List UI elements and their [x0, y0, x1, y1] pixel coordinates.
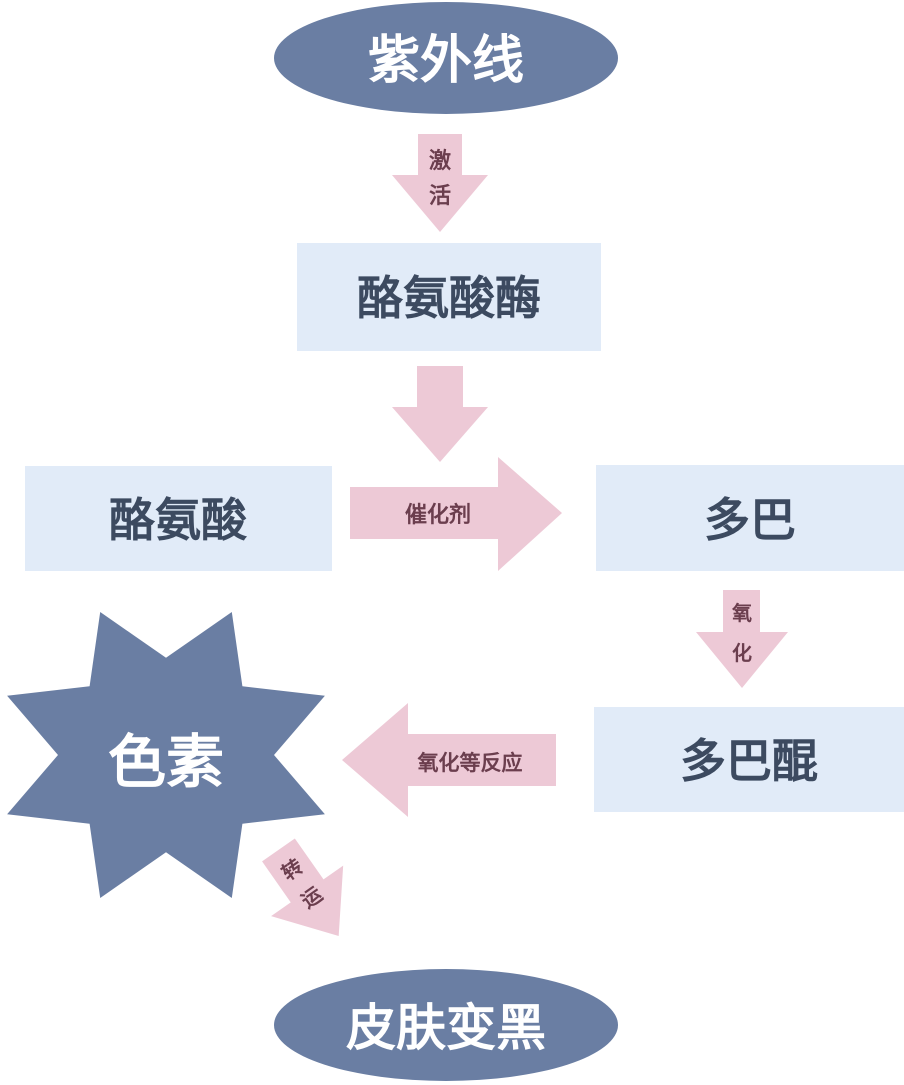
node-tyrosinase: 酪氨酸酶 — [297, 243, 601, 351]
uv-label: 紫外线 — [368, 31, 524, 91]
node-dopa: 多巴 — [596, 465, 904, 571]
transport-arrow-shape — [262, 838, 344, 936]
node-melanin: 色素 — [7, 612, 325, 898]
arrow-transport: 转 运 — [262, 838, 344, 936]
tyrosine-label: 酪氨酸 — [109, 493, 248, 547]
oxidize-label-1: 氧 — [731, 601, 752, 625]
activate-label-2: 活 — [429, 183, 451, 209]
skin-darkening-ellipse — [274, 969, 618, 1081]
tyrosine-box — [25, 466, 332, 571]
tyrosinase-label: 酪氨酸酶 — [357, 271, 541, 325]
activate-arrow-shape — [392, 134, 488, 232]
node-tyrosine: 酪氨酸 — [25, 466, 332, 571]
arrow-catalyst: 催化剂 — [350, 457, 562, 571]
oxidize-arrow-shape — [696, 590, 788, 688]
catalyst-arrow-shape — [350, 457, 562, 571]
tyrosinase-box — [297, 243, 601, 351]
node-skin-darkening: 皮肤变黑 — [274, 969, 618, 1081]
arrow-oxidation-reactions: 氧化等反应 — [342, 703, 556, 817]
oxidize-label-2: 化 — [732, 641, 752, 665]
arrow-oxidize: 氧 化 — [696, 590, 788, 688]
activate-label-1: 激 — [429, 148, 451, 174]
uv-ellipse — [274, 2, 618, 114]
dopa-box — [596, 465, 904, 571]
melanin-label: 色素 — [108, 728, 224, 796]
dopaquinone-label: 多巴醌 — [680, 734, 818, 788]
oxidation-label: 氧化等反应 — [418, 750, 523, 775]
arrow-enzyme-down — [392, 366, 488, 462]
arrow-activate: 激 活 — [392, 134, 488, 232]
node-dopaquinone: 多巴醌 — [594, 707, 904, 812]
dopa-label: 多巴 — [704, 493, 796, 547]
dopaquinone-box — [594, 707, 904, 812]
oxidation-arrow-shape — [342, 703, 556, 817]
node-uv: 紫外线 — [274, 2, 618, 114]
melanin-star — [7, 612, 325, 898]
catalyst-label: 催化剂 — [405, 502, 471, 528]
enzyme-arrow-shape — [392, 366, 488, 462]
skin-darkening-label: 皮肤变黑 — [346, 999, 546, 1057]
